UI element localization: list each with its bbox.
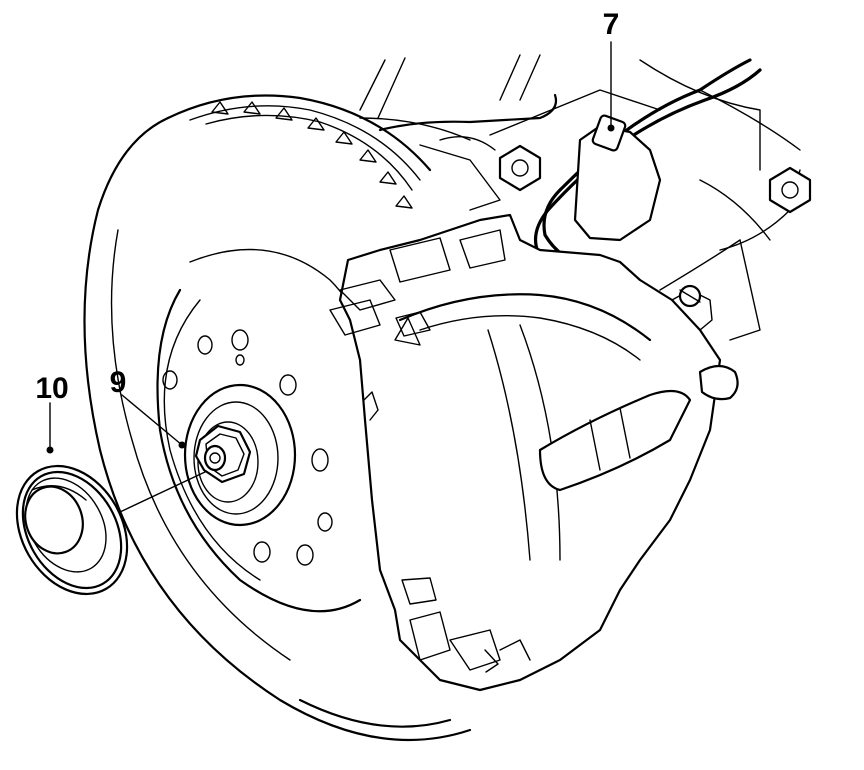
callout-9: 9 xyxy=(110,366,127,399)
leader-10-dot xyxy=(46,446,54,454)
right-bolt xyxy=(768,166,812,214)
wheel-hub xyxy=(183,383,297,527)
leader-9-shaft xyxy=(119,471,206,513)
leader-7-dot xyxy=(607,124,615,132)
wheel-stud-holes xyxy=(162,329,333,566)
hub-dust-cap xyxy=(15,464,129,596)
disc-vent-slots xyxy=(211,101,413,209)
brake-hose xyxy=(534,58,762,278)
leader-lines xyxy=(46,41,615,513)
brake-caliper xyxy=(329,213,739,692)
leader-9 xyxy=(121,394,183,446)
axle-nut xyxy=(194,424,252,484)
leader-9-dot xyxy=(178,441,186,449)
upper-bolt xyxy=(498,144,542,192)
callout-10: 10 xyxy=(35,372,68,405)
callout-7: 7 xyxy=(603,8,620,41)
